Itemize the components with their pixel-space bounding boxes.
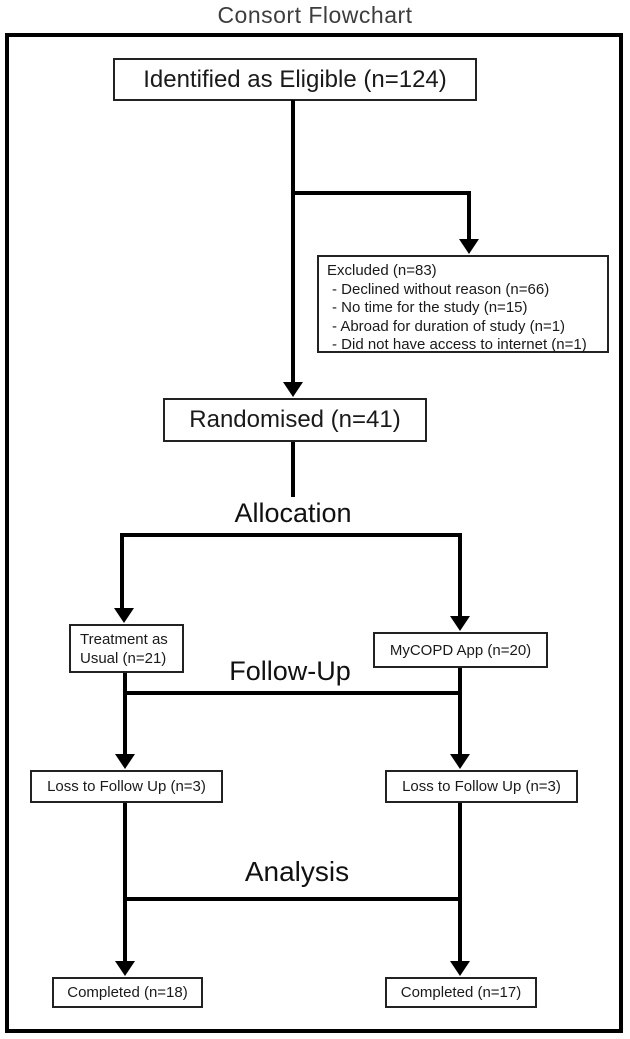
chart-title: Consort Flowchart xyxy=(217,2,413,28)
node-completed-left-label: Completed (n=18) xyxy=(67,984,188,1001)
node-randomised-label: Randomised (n=41) xyxy=(189,406,401,433)
connector-allocation-horizontal xyxy=(120,533,462,537)
connector-follow-up-horizontal xyxy=(123,691,462,695)
treatment-line2: Usual (n=21) xyxy=(80,649,167,667)
node-excluded-item: - No time for the study (n=15) xyxy=(332,299,528,316)
connector-allocation-right-vertical xyxy=(458,533,462,618)
connector-treatment-to-loss xyxy=(123,673,127,756)
outer-frame xyxy=(5,33,623,1033)
node-loss-right: Loss to Follow Up (n=3) xyxy=(385,770,578,803)
node-completed-right-label: Completed (n=17) xyxy=(400,984,522,1001)
connector-mycopd-to-loss xyxy=(458,668,462,756)
arrowhead-into-loss-left xyxy=(115,754,135,769)
node-eligible: Identified as Eligible (n=124) xyxy=(113,58,477,101)
node-excluded-item: - Declined without reason (n=66) xyxy=(332,280,550,298)
connector-branch-excluded-horizontal xyxy=(291,191,471,195)
arrowhead-into-mycopd xyxy=(450,616,470,631)
connector-analysis-horizontal xyxy=(123,897,462,901)
node-treatment-as-usual-label: Treatment as Usual (n=21) xyxy=(71,630,168,668)
node-loss-left-label: Loss to Follow Up (n=3) xyxy=(47,778,206,795)
node-loss-left: Loss to Follow Up (n=3) xyxy=(30,770,223,803)
node-loss-right-label: Loss to Follow Up (n=3) xyxy=(402,778,561,795)
connector-branch-excluded-vertical xyxy=(467,191,471,239)
connector-randomised-to-allocation xyxy=(291,442,295,497)
node-eligible-label: Identified as Eligible (n=124) xyxy=(143,65,447,93)
node-excluded-item: - Did not have access to internet (n=1) xyxy=(332,336,587,353)
arrowhead-into-excluded xyxy=(459,239,479,254)
node-randomised: Randomised (n=41) xyxy=(163,398,427,442)
arrowhead-into-treatment xyxy=(114,608,134,623)
phase-label-follow-up: Follow-Up xyxy=(229,656,351,686)
node-treatment-as-usual: Treatment as Usual (n=21) xyxy=(69,624,184,673)
connector-allocation-left-vertical xyxy=(120,533,124,610)
arrowhead-into-loss-right xyxy=(450,754,470,769)
phase-label-allocation: Allocation xyxy=(234,498,352,528)
arrowhead-into-completed-right xyxy=(450,961,470,976)
node-excluded: Excluded (n=83) - Declined without reaso… xyxy=(317,255,609,353)
arrowhead-into-randomised xyxy=(283,382,303,397)
node-completed-left: Completed (n=18) xyxy=(52,977,203,1008)
treatment-line1: Treatment as xyxy=(80,630,168,648)
phase-label-analysis: Analysis xyxy=(244,856,350,887)
connector-eligible-to-randomised xyxy=(291,100,295,383)
node-completed-right: Completed (n=17) xyxy=(385,977,537,1008)
node-mycopd-app: MyCOPD App (n=20) xyxy=(373,632,548,668)
connector-loss-right-to-completed xyxy=(458,803,462,963)
node-mycopd-app-label: MyCOPD App (n=20) xyxy=(389,641,532,659)
arrowhead-into-completed-left xyxy=(115,961,135,976)
node-excluded-title: Excluded (n=83) xyxy=(327,262,437,279)
node-excluded-item: - Abroad for duration of study (n=1) xyxy=(332,317,566,335)
connector-loss-left-to-completed xyxy=(123,803,127,963)
